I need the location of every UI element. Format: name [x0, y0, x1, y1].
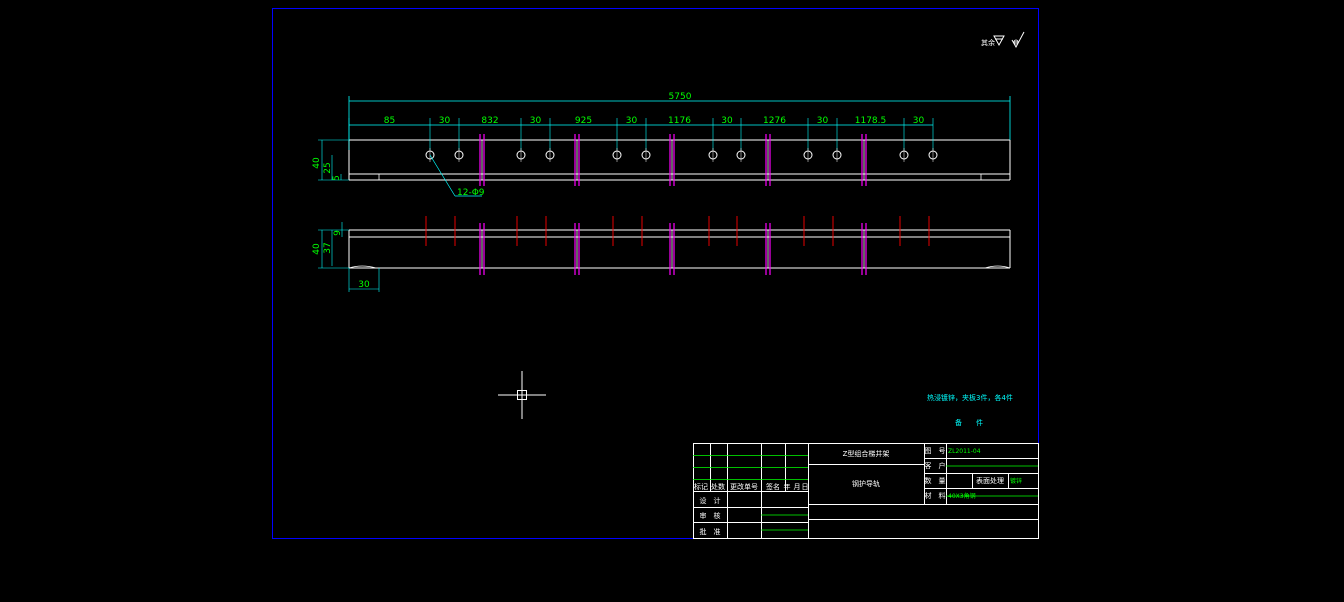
- top-dim-label: 30: [721, 116, 733, 126]
- titleblock-role-label: 批 准: [700, 527, 721, 536]
- top-dim-label: 30: [913, 116, 925, 126]
- bottom-view: 40 37 9 30: [312, 216, 1011, 292]
- top-dim-label: 1176: [668, 116, 691, 126]
- part-name: 钢护导轨: [852, 479, 880, 488]
- material-value: 40X3角钢: [948, 492, 976, 500]
- hole-callout-label: 12-Φ9: [457, 188, 485, 198]
- top-dim-label: 30: [439, 116, 451, 126]
- top-dim-label: 832: [481, 116, 498, 126]
- title-block: 标记处数更改单号签名年月日 设 计审 核批 准 Z型组合梯井架 钢护导轨 图 号…: [693, 443, 1039, 539]
- overall-length-label: 5750: [669, 92, 692, 102]
- cad-crosshair-cursor: [498, 371, 546, 419]
- top-dim-label: 30: [530, 116, 542, 126]
- bottom-view-inner-label: 37: [323, 242, 333, 253]
- titleblock-header-label: 签名: [766, 482, 780, 491]
- titleblock-header-label: 处数: [711, 482, 725, 491]
- top-dim-label: 30: [626, 116, 638, 126]
- roughness-text: 其余: [981, 38, 995, 47]
- titleblock-role-label: 设 计: [700, 496, 721, 505]
- client-label: 客 户: [925, 461, 946, 470]
- top-dim-label: 1276: [763, 116, 786, 126]
- roughness-symbols: 其余: [981, 31, 1025, 49]
- material-label: 材 料: [925, 491, 946, 500]
- top-view-height-label: 40: [312, 157, 322, 169]
- drawing-frame: [272, 8, 1039, 539]
- bottom-view-height-label: 40: [312, 243, 322, 255]
- top-dim-label: 85: [384, 116, 395, 126]
- note-line-1: 热浸镀锌，夹板3件，各4件: [927, 393, 1013, 402]
- quantity-label: 数 量: [925, 476, 946, 485]
- titleblock-header-label: 更改单号: [730, 482, 758, 491]
- bottom-offset-label: 30: [358, 280, 370, 290]
- titleblock-header-label: 年: [784, 482, 791, 491]
- surface-value: 镀锌: [1010, 477, 1022, 485]
- drawing-no-label: 图 号: [925, 447, 946, 455]
- top-view-inner-label: 25: [323, 162, 333, 173]
- surface-label: 表面处理: [976, 476, 1004, 485]
- note-line-2: 备 件: [955, 418, 983, 427]
- top-dim-label: 1178.5: [855, 116, 887, 126]
- top-dim-label: 30: [817, 116, 829, 126]
- top-dim-label: 925: [575, 116, 592, 126]
- project-name: Z型组合梯井架: [843, 449, 890, 458]
- bottom-view-small-label: 9: [333, 230, 343, 236]
- titleblock-header-label: 日: [802, 483, 809, 491]
- top-view-small-label: 5: [332, 175, 342, 181]
- titleblock-header-label: 标记: [694, 482, 708, 491]
- drawing-no-value: ZL2011-04: [948, 448, 981, 455]
- titleblock-role-label: 审 核: [700, 511, 721, 520]
- titleblock-header-label: 月: [794, 483, 801, 491]
